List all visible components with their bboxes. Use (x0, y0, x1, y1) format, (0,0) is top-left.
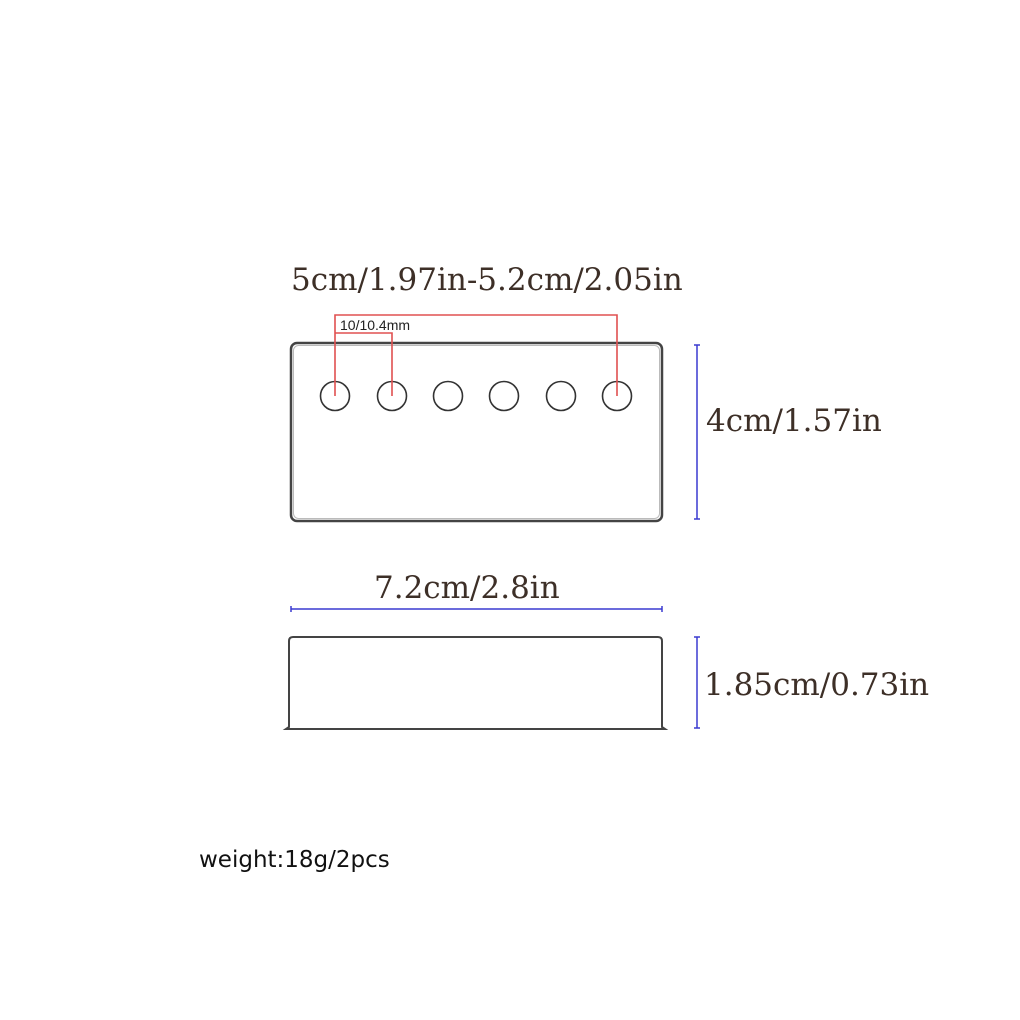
pole-spacing-label: 10/10.4mm (340, 317, 410, 333)
top-view (289, 314, 664, 523)
top-view-inner-edge (293, 345, 660, 519)
pole-hole-5 (545, 380, 577, 412)
side-view-outline (282, 636, 669, 730)
height-dimension (694, 636, 700, 729)
top-width-label: 4cm/1.57in (706, 403, 882, 439)
height-label: 1.85cm/0.73in (704, 667, 929, 703)
length-label: 7.2cm/2.8in (374, 570, 560, 606)
pole-span-label: 5cm/1.97in-5.2cm/2.05in (291, 262, 683, 298)
top-view-outline (289, 341, 664, 523)
side-view (282, 636, 669, 730)
length-dimension (290, 606, 663, 612)
pole-hole-4 (488, 380, 520, 412)
pole-span-dimension-line (334, 314, 618, 396)
weight-label: weight:18g/2pcs (199, 847, 390, 873)
pole-hole-3 (432, 380, 464, 412)
top-width-dimension (694, 344, 700, 520)
pole-spacing-dimension-line (335, 332, 393, 396)
